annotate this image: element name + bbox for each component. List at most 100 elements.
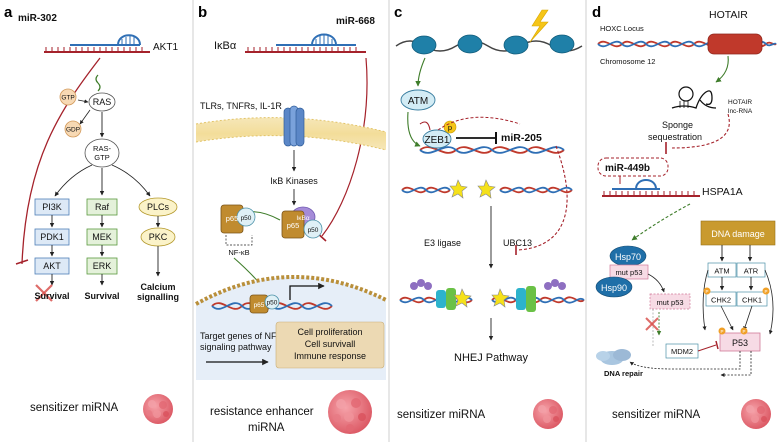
a-ras-gtp-node bbox=[84, 138, 120, 168]
a-footer: sensitizer miRNA bbox=[30, 402, 119, 414]
b-nfkb-ikba-complex bbox=[281, 206, 323, 239]
c-nhej-label: NHEJ Pathway bbox=[454, 352, 528, 364]
c-phospho-label: p bbox=[448, 123, 452, 132]
b-outcome-line3: Immune response bbox=[294, 351, 366, 361]
c-atm-label: ATM bbox=[408, 96, 428, 107]
b-inhibit-line bbox=[321, 57, 368, 237]
d-sponge-line2: sequestration bbox=[648, 132, 702, 142]
a-cross-icon bbox=[35, 284, 53, 302]
a-gtp-label: GTP bbox=[61, 95, 74, 102]
a-erk-label: ERK bbox=[93, 261, 112, 271]
panel-a: a miR-302 AKT1 GTP RAS GDP RAS- GTP bbox=[4, 4, 179, 424]
b-nfkb-free-complex bbox=[220, 204, 256, 234]
d-hotair-gene-block bbox=[707, 33, 763, 55]
b-footer-line1: resistance enhancer bbox=[210, 406, 314, 418]
c-feedback-dashed bbox=[437, 116, 521, 131]
d-hotair-rna-line2: lnc-RNA bbox=[728, 108, 753, 115]
d-dna-damage-box bbox=[700, 220, 776, 246]
a-ras-gtp-line2: GTP bbox=[94, 153, 109, 162]
a-calcium-line2: signalling bbox=[137, 292, 179, 302]
d-dna-repair-cloud-icon bbox=[596, 349, 631, 365]
a-gtp-node bbox=[59, 88, 77, 106]
d-p53-label: P53 bbox=[732, 338, 748, 348]
a-ras-label: RAS bbox=[93, 97, 112, 107]
c-footer: sensitizer miRNA bbox=[397, 409, 486, 421]
c-phospho-node bbox=[443, 120, 457, 134]
d-mdm2-label: MDM2 bbox=[671, 347, 693, 356]
d-hsp70-label: Hsp70 bbox=[615, 252, 641, 262]
a-target-label: AKT1 bbox=[153, 42, 178, 53]
d-chk1-phospho-label: P bbox=[764, 289, 767, 294]
a-tumor-icon bbox=[143, 394, 173, 424]
d-mirna-box bbox=[597, 157, 669, 177]
d-mut-p53-free-node bbox=[649, 293, 691, 310]
panel-b-letter: b bbox=[198, 4, 207, 21]
b-ikb-kinases-label: IκB Kinases bbox=[270, 176, 318, 186]
b-outcome-line1: Cell proliferation bbox=[297, 327, 362, 337]
d-p53-phospho-label-2: P bbox=[742, 329, 745, 334]
b-tumor-icon bbox=[328, 390, 372, 434]
d-mut-p53-label: mut p53 bbox=[615, 268, 642, 277]
c-atm-node bbox=[400, 89, 436, 111]
b-p65-label-1: p65 bbox=[287, 221, 300, 230]
d-sponge-line1: Sponge bbox=[662, 120, 693, 130]
c-dna-break-icon-2 bbox=[477, 179, 573, 199]
a-calcium-line1: Calcium bbox=[140, 282, 175, 292]
b-receptors-label: TLRs, TNFRs, IL-1R bbox=[200, 101, 282, 111]
panel-c-letter: c bbox=[394, 4, 402, 21]
c-zeb1-label: ZEB1 bbox=[424, 135, 449, 146]
d-cross-icon bbox=[645, 317, 659, 331]
c-chromatin-icon bbox=[395, 34, 583, 55]
a-gdp-node bbox=[64, 120, 82, 138]
d-p53-phospho-2 bbox=[740, 327, 748, 335]
a-pi3k-label: PI3K bbox=[42, 202, 62, 212]
a-ras-node bbox=[88, 92, 116, 112]
d-chromosome-label: Chromosome 12 bbox=[600, 57, 655, 66]
d-lncrna-hairpin-icon bbox=[671, 86, 717, 109]
c-mirna-to-ubc13-dashed bbox=[517, 145, 568, 251]
d-hotair-label: HOTAIR bbox=[709, 9, 748, 21]
b-nfkb-label: NF-κB bbox=[228, 248, 249, 257]
a-ras-anchor-icon bbox=[95, 74, 101, 92]
c-ubc13-label: UBC13 bbox=[503, 238, 532, 248]
b-p50-label-2: p50 bbox=[241, 215, 252, 222]
d-hsp90-label: Hsp90 bbox=[601, 283, 627, 293]
b-mirna-label: miR-668 bbox=[336, 16, 375, 27]
panel-d-letter: d bbox=[592, 4, 601, 21]
a-raf-label: Raf bbox=[95, 202, 110, 212]
c-repair-complex-icon-2 bbox=[491, 279, 585, 312]
b-outcome-line2: Cell survivall bbox=[305, 339, 356, 349]
d-chk2-label: CHK2 bbox=[711, 296, 731, 305]
d-atm-label: ATM bbox=[714, 267, 729, 276]
d-mirna-label: miR-449b bbox=[605, 163, 650, 174]
d-chk1-phospho bbox=[762, 287, 770, 295]
panel-d: d HOXC Locus HOTAIR Chromosome 12 HOTAIR… bbox=[592, 4, 777, 429]
d-hsp90-node bbox=[595, 276, 633, 298]
panel-c: c ATM ZEB1 p miR-205 bbox=[394, 4, 585, 429]
c-e3-ligase-label: E3 ligase bbox=[424, 238, 461, 248]
d-chk1-label: CHK1 bbox=[742, 296, 762, 305]
c-mirna-label: miR-205 bbox=[501, 132, 542, 144]
d-hotair-rna-line1: HOTAIR bbox=[728, 99, 752, 106]
d-atr-label: ATR bbox=[744, 267, 759, 276]
d-mut-p53-node bbox=[609, 264, 649, 280]
a-inhibit-bar bbox=[15, 259, 29, 265]
a-pdk1-label: PDK1 bbox=[40, 232, 64, 242]
a-mirna-hairpin-icon bbox=[44, 34, 150, 53]
d-mirna-hairpin-icon bbox=[602, 179, 700, 197]
c-radiation-bolt-icon bbox=[529, 9, 549, 43]
c-dna-break-icon-1 bbox=[401, 179, 468, 199]
a-survival-mid: Survival bbox=[84, 291, 119, 301]
d-chk2-phospho-label: P bbox=[705, 289, 708, 294]
c-dna-icon-1 bbox=[419, 146, 565, 154]
d-dna-damage-label: DNA damage bbox=[711, 229, 765, 239]
panel-a-letter: a bbox=[4, 4, 13, 21]
a-mirna-label: miR-302 bbox=[18, 13, 57, 24]
d-mut-p53-free-label: mut p53 bbox=[656, 298, 683, 307]
c-zeb1-node bbox=[422, 129, 452, 149]
d-tumor-icon bbox=[741, 399, 771, 429]
a-ras-gtp-line1: RAS- bbox=[93, 144, 111, 153]
d-p53-phospho-label-1: P bbox=[720, 329, 723, 334]
